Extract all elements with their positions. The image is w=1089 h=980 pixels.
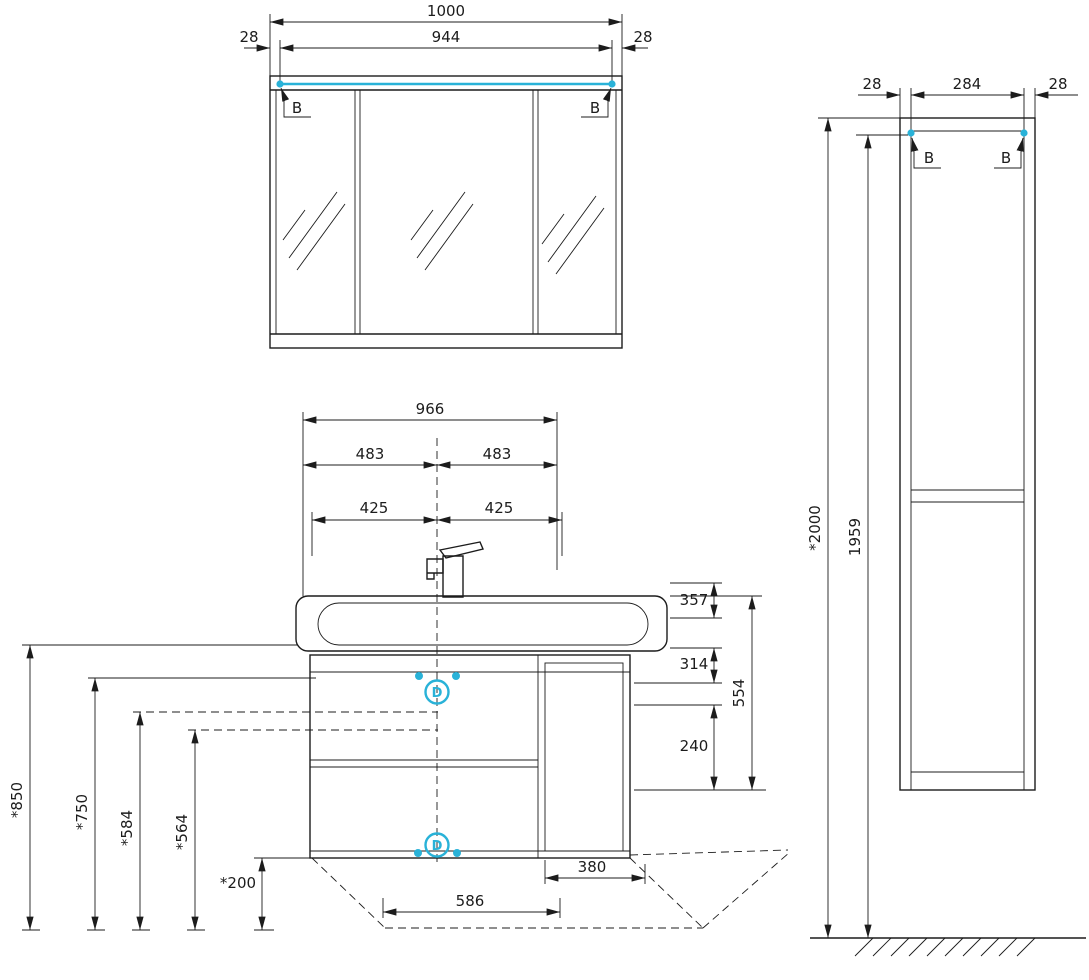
faucet [426,541,484,598]
ground-hatch [854,937,1036,957]
tall-cabinet-view: 28 284 28 B B *2000 1959 [806,75,1086,957]
dim-vanity-inner-left: 425 [360,499,389,517]
fixing-dot [415,672,423,680]
dim-floor-586: 586 [456,892,485,910]
dim-height-750: *750 [73,794,91,830]
fixing-dot-right [1020,129,1028,137]
callout-d-top-circle [424,679,450,705]
dim-tall-depth: 284 [953,75,982,93]
dim-height-850: *850 [8,782,26,818]
dim-tall-side-left: 28 [862,75,881,93]
tall-cabinet-body [899,117,1036,791]
fixing-dot-left [907,129,915,137]
dim-tall-body-height: 1959 [846,518,864,556]
dim-height-554: 554 [730,679,748,708]
dim-height-240: 240 [680,737,709,755]
fixing-dot [414,849,422,857]
fixing-dot [452,672,460,680]
dim-mirror-glass-width: 944 [432,28,461,46]
dim-tall-total-height: *2000 [806,505,824,551]
callout-b-tall-left: B [924,149,934,167]
callout-b-tall-right: B [1001,149,1011,167]
fixing-dot [453,849,461,857]
vanity-cabinet-body [309,654,631,859]
dim-mirror-side-right: 28 [633,28,652,46]
basin [317,602,649,646]
dim-height-584: *584 [118,810,136,846]
dim-vanity-half-right: 483 [483,445,512,463]
dim-depth-357: 357 [680,591,709,609]
dim-height-200: *200 [220,874,256,892]
callout-d-bottom-circle [424,832,450,858]
floor-projection [311,849,791,929]
callout-b-mirror-left: B [292,99,302,117]
vanity-door [544,662,624,852]
dim-tall-side-right: 28 [1048,75,1067,93]
fixing-dot-left [276,80,284,88]
callout-b-mirror-right: B [590,99,600,117]
mirror-hatch-middle [410,191,474,271]
vanity-unit-view: 966 483 483 425 425 D D [8,400,791,931]
callout-d-top: D [432,686,443,701]
mirror-hatch-left [282,191,346,271]
dim-height-564: *564 [173,814,191,850]
mirror-cabinet-body [269,75,623,349]
dim-mirror-side-left: 28 [239,28,258,46]
dim-vanity-top-width: 966 [416,400,445,418]
callout-d-bottom: D [432,839,443,854]
mirror-hatch-right [541,195,605,275]
mirror-cabinet-view: 1000 28 944 28 B B [239,2,653,349]
fixing-dot-right [608,80,616,88]
dim-vanity-inner-right: 425 [485,499,514,517]
dim-vanity-half-left: 483 [356,445,385,463]
dim-floor-380: 380 [578,858,607,876]
dim-mirror-total-width: 1000 [427,2,465,20]
dim-depth-314: 314 [680,655,709,673]
counter-top [295,595,668,652]
